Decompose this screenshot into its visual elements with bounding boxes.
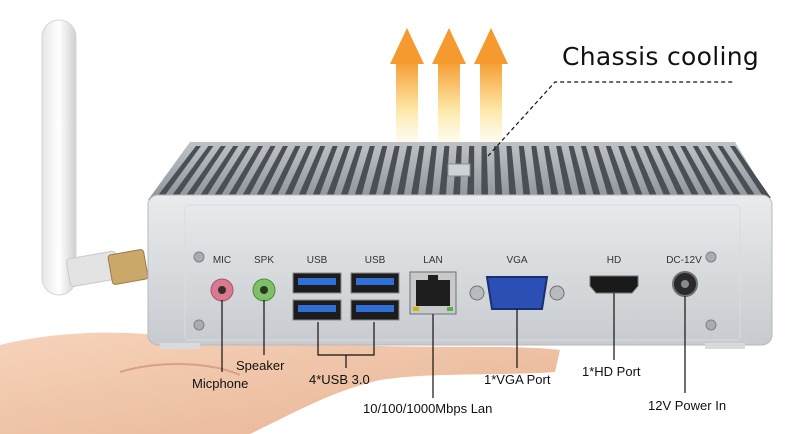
dc-port-label: DC-12V xyxy=(666,255,702,266)
lan-port xyxy=(409,271,457,315)
heatsink-fin xyxy=(311,146,338,198)
heatsink-fin xyxy=(618,146,644,198)
speaker-jack xyxy=(252,278,276,302)
dc-power-jack xyxy=(672,271,698,297)
lan-port-label: LAN xyxy=(423,255,442,266)
lan-callout: 10/100/1000Mbps Lan xyxy=(363,401,493,416)
heatsink-fin xyxy=(692,146,729,198)
heatsink-fin xyxy=(730,146,771,198)
heatsink-fin xyxy=(368,146,388,198)
heatsink-fin xyxy=(325,146,351,198)
vga-callout: 1*VGA Port xyxy=(484,372,551,387)
mic-jack xyxy=(210,278,234,302)
heatsink-fins xyxy=(156,146,771,198)
micphone-callout: Micphone xyxy=(192,376,249,391)
chassis-rear-panel xyxy=(147,194,773,349)
heatsink-fin xyxy=(605,146,630,198)
power-callout: 12V Power In xyxy=(648,398,727,413)
heatsink-fin xyxy=(410,146,425,198)
heatsink-fin xyxy=(643,146,673,198)
heatsink-fin xyxy=(593,146,616,198)
chassis-cooling-title: Chassis cooling xyxy=(562,42,760,71)
chassis-top-heatsink xyxy=(148,142,771,200)
usb-port xyxy=(350,272,400,294)
screw xyxy=(193,319,205,331)
heatsink-fin xyxy=(382,146,400,198)
heatsink-fin xyxy=(339,146,363,198)
heatsink-fin xyxy=(717,146,757,198)
screw xyxy=(705,251,717,263)
heatsink-fin xyxy=(580,146,602,198)
heatsink-fin xyxy=(506,146,517,198)
heatsink-fin xyxy=(494,146,503,198)
heatsink-fin xyxy=(424,146,437,198)
heatsink-fin xyxy=(198,146,239,198)
usb-port-label-1: USB xyxy=(307,255,328,266)
spk-port-label: SPK xyxy=(254,255,274,266)
usb-port-label-2: USB xyxy=(365,255,386,266)
heatsink-fin xyxy=(518,146,531,198)
usb-callout: 4*USB 3.0 xyxy=(309,372,370,387)
heatsink-fin xyxy=(170,146,214,198)
heatsink-fin xyxy=(655,146,687,198)
heatsink-fin xyxy=(156,146,201,198)
heatsink-fin xyxy=(481,146,489,198)
heat-arrow xyxy=(390,28,424,150)
heatsink-fin xyxy=(438,146,450,198)
heatsink-fin xyxy=(556,146,574,198)
heatsink-fin xyxy=(543,146,559,198)
heatsink-fin xyxy=(467,146,475,198)
usb-port xyxy=(292,272,342,294)
hd-port xyxy=(589,275,639,294)
usb-port xyxy=(350,299,400,321)
screw xyxy=(705,319,717,331)
heat-arrows xyxy=(390,28,508,150)
heatsink-fin xyxy=(531,146,545,198)
hd-callout: 1*HD Port xyxy=(582,364,641,379)
heatsink-fin xyxy=(630,146,658,198)
heatsink-fin xyxy=(240,146,276,198)
heatsink-fin xyxy=(254,146,288,198)
antenna xyxy=(41,19,149,296)
heatsink-fin xyxy=(568,146,588,198)
heat-arrow xyxy=(474,28,508,150)
vga-port-label: VGA xyxy=(506,255,527,266)
mic-port-label: MIC xyxy=(213,255,231,266)
usb-ports xyxy=(292,272,400,321)
heatsink-fin xyxy=(212,146,251,198)
callout-lines xyxy=(221,81,735,398)
heatsink-fin xyxy=(353,146,375,198)
hd-port-label: HD xyxy=(607,255,621,266)
heatsink-fin xyxy=(226,146,264,198)
heatsink-fin xyxy=(297,146,326,198)
heatsink-fin xyxy=(705,146,743,198)
heatsink-fin xyxy=(667,146,701,198)
heatsink-fin xyxy=(680,146,715,198)
heatsink-fin xyxy=(396,146,413,198)
heatsink-fin xyxy=(184,146,226,198)
heatsink-fin xyxy=(283,146,313,198)
hand xyxy=(0,332,560,434)
heat-arrow xyxy=(432,28,466,150)
vga-port xyxy=(469,276,565,310)
usb-port xyxy=(292,299,342,321)
screw xyxy=(193,251,205,263)
heatsink-fin xyxy=(269,146,301,198)
speaker-callout: Speaker xyxy=(236,358,285,373)
